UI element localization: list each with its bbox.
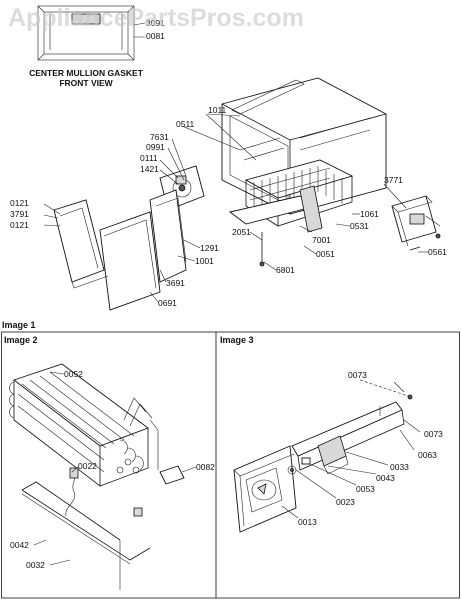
- callout-0691: 0691: [158, 298, 177, 308]
- callout-3771: 3771: [384, 175, 403, 185]
- watermark-text: AppliancePartsPros.com: [8, 4, 304, 32]
- callout-1291: 1291: [200, 243, 219, 253]
- callout-6801: 6801: [276, 265, 295, 275]
- callout-1001: 1001: [195, 256, 214, 266]
- caption-line-2: FRONT VIEW: [59, 78, 113, 88]
- image-3-label: Image 3: [220, 335, 254, 345]
- image-3-fan-assembly: 0073 0073 0063 0033 0043 0053 0023 0013: [233, 370, 443, 533]
- callout-0051: 0051: [316, 249, 335, 259]
- callout-3091: 3091: [146, 18, 165, 28]
- callout-7631: 7631: [150, 132, 169, 142]
- callout-0111: 0111: [140, 153, 158, 163]
- callout-0121-a: 0121: [10, 198, 29, 208]
- callout-0053: 0053: [356, 484, 375, 494]
- callout-1421: 1421: [140, 164, 159, 174]
- callout-7001: 7001: [312, 235, 331, 245]
- callout-0042: 0042: [10, 540, 29, 550]
- caption-line-1: CENTER MULLION GASKET: [29, 68, 144, 78]
- callout-1011: 1011: [208, 105, 227, 115]
- callout-0013: 0013: [298, 517, 317, 527]
- callout-0991: 0991: [146, 142, 165, 152]
- image-2-evaporator: 0052 0022 0082 0042 0032: [9, 363, 215, 590]
- callout-0082: 0082: [196, 462, 215, 472]
- callout-2051: 2051: [232, 227, 251, 237]
- callout-0032: 0032: [26, 560, 45, 570]
- callout-0121-b: 0121: [10, 220, 29, 230]
- image-1-label: Image 1: [2, 320, 36, 330]
- callout-3691: 3691: [166, 278, 185, 288]
- callout-0073-b: 0073: [424, 429, 443, 439]
- callout-0073-a: 0073: [348, 370, 367, 380]
- callout-0033: 0033: [390, 462, 409, 472]
- image-1-exploded-view: 1011 0511 7631 0991 0111 1421 3771 0121 …: [10, 77, 447, 311]
- callout-0511: 0511: [176, 119, 195, 129]
- image-2-label: Image 2: [4, 335, 38, 345]
- image-2-3-frame: [1, 331, 460, 599]
- callout-0023: 0023: [336, 497, 355, 507]
- callout-1061: 1061: [360, 209, 379, 219]
- callout-0531: 0531: [350, 221, 369, 231]
- callout-0043: 0043: [376, 473, 395, 483]
- callout-0022: 0022: [78, 461, 97, 471]
- mullion-gasket-front-view: CENTER MULLION GASKET FRONT VIEW 3091 00…: [29, 5, 165, 88]
- callout-0052: 0052: [64, 369, 83, 379]
- callout-3791: 3791: [10, 209, 29, 219]
- callout-0063: 0063: [418, 450, 437, 460]
- callout-0081: 0081: [146, 31, 165, 41]
- callout-0561: 0561: [428, 247, 447, 257]
